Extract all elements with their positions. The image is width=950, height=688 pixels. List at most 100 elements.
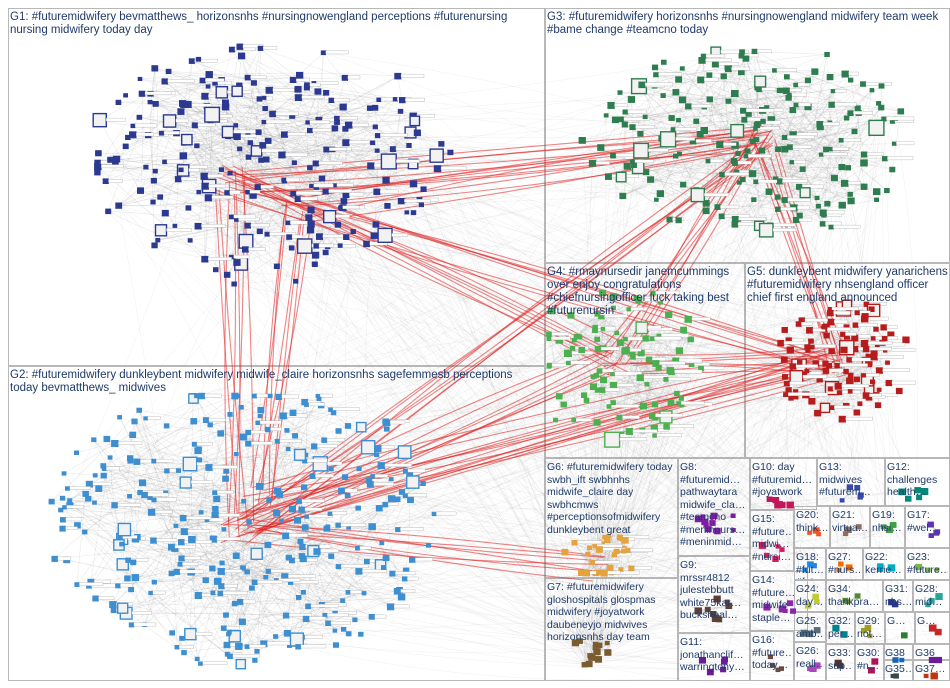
node-g1 — [372, 221, 380, 228]
node-g2 — [289, 632, 305, 647]
node-label-g1 — [275, 111, 299, 116]
node-label-g1 — [405, 97, 425, 102]
node-g5 — [902, 336, 910, 344]
node-g2 — [173, 568, 181, 575]
node-g4 — [642, 335, 650, 342]
node-g2 — [241, 498, 247, 504]
edge — [190, 424, 211, 573]
edge — [190, 240, 232, 258]
edge — [155, 86, 209, 105]
node-label-g2 — [120, 583, 133, 588]
node-g2 — [325, 620, 332, 626]
node-g4 — [604, 431, 621, 448]
node-g4 — [546, 331, 552, 337]
node-g14 — [778, 605, 787, 613]
node-label-g4 — [632, 429, 658, 433]
node-g2 — [147, 508, 156, 516]
node-g4 — [663, 423, 670, 430]
node-g1 — [158, 130, 165, 136]
node-label-g2 — [373, 482, 394, 486]
node-g3 — [758, 147, 766, 154]
node-g2 — [284, 428, 290, 433]
node-g2 — [249, 585, 255, 591]
node-g2 — [382, 501, 389, 508]
node-g5 — [862, 346, 870, 353]
node-g3 — [740, 107, 747, 114]
node-g6 — [561, 548, 569, 556]
edge — [258, 131, 387, 181]
node-label-g1 — [309, 82, 321, 87]
node-g5 — [821, 324, 828, 330]
node-g26 — [807, 666, 812, 672]
node-label-g4 — [551, 336, 571, 341]
edge — [597, 339, 691, 391]
edge — [93, 439, 199, 596]
edge — [723, 70, 775, 77]
node-label-g2 — [389, 420, 406, 425]
edge — [886, 169, 893, 191]
edge — [60, 509, 255, 583]
node-g1 — [429, 148, 444, 163]
edge — [802, 83, 864, 170]
node-label-g2 — [224, 584, 238, 588]
node-g5 — [783, 380, 790, 387]
node-label-g4 — [622, 415, 640, 419]
node-label-g3 — [780, 207, 797, 211]
edge — [292, 107, 370, 117]
node-label-g3 — [834, 89, 847, 93]
node-g1 — [147, 99, 153, 105]
node-g2 — [387, 495, 396, 503]
group-box-g28 — [913, 580, 950, 612]
node-g37 — [923, 673, 929, 679]
edge — [777, 71, 816, 150]
node-g2 — [239, 433, 248, 441]
edge — [152, 98, 260, 203]
node-label-g3 — [595, 161, 610, 165]
node-label-g1 — [339, 116, 358, 120]
node-g3 — [860, 151, 868, 158]
node-g3 — [690, 187, 706, 203]
node-label-g3 — [738, 217, 767, 221]
node-g3 — [754, 75, 767, 88]
edge — [816, 90, 873, 199]
node-g5 — [834, 382, 843, 390]
edge — [237, 395, 377, 455]
node-g3 — [793, 102, 799, 108]
edge — [139, 72, 398, 80]
edge — [622, 160, 709, 197]
node-g24 — [814, 598, 820, 604]
node-g5 — [857, 401, 863, 406]
node-g3 — [824, 51, 830, 57]
node-g2 — [340, 626, 347, 632]
node-label-g4 — [659, 361, 686, 365]
node-label-g2 — [156, 538, 178, 542]
node-g2 — [273, 487, 282, 495]
edge — [728, 68, 825, 216]
group-box-g18 — [794, 548, 826, 580]
node-label-g4 — [629, 348, 642, 352]
group-box-g15 — [750, 510, 794, 571]
node-g1 — [205, 71, 213, 79]
node-label-g2 — [216, 536, 241, 541]
node-g4 — [684, 315, 692, 323]
edge — [137, 461, 349, 528]
node-g1 — [196, 189, 202, 195]
node-label-g6 — [607, 570, 621, 575]
node-g5 — [788, 395, 794, 401]
node-label-g3 — [787, 135, 815, 139]
node-g22 — [877, 566, 884, 573]
node-g2 — [85, 480, 93, 488]
node-label-g6 — [634, 566, 652, 570]
node-g13 — [839, 498, 845, 503]
node-g3 — [881, 156, 888, 162]
node-g2 — [95, 485, 103, 492]
node-label-g2 — [69, 486, 91, 490]
node-label-g3 — [723, 142, 737, 146]
node-g2 — [92, 500, 97, 505]
edge — [786, 76, 827, 150]
node-g2 — [299, 543, 306, 551]
node-g3 — [619, 192, 627, 200]
edge — [330, 468, 365, 594]
node-g3 — [711, 60, 720, 68]
edge — [728, 68, 794, 135]
